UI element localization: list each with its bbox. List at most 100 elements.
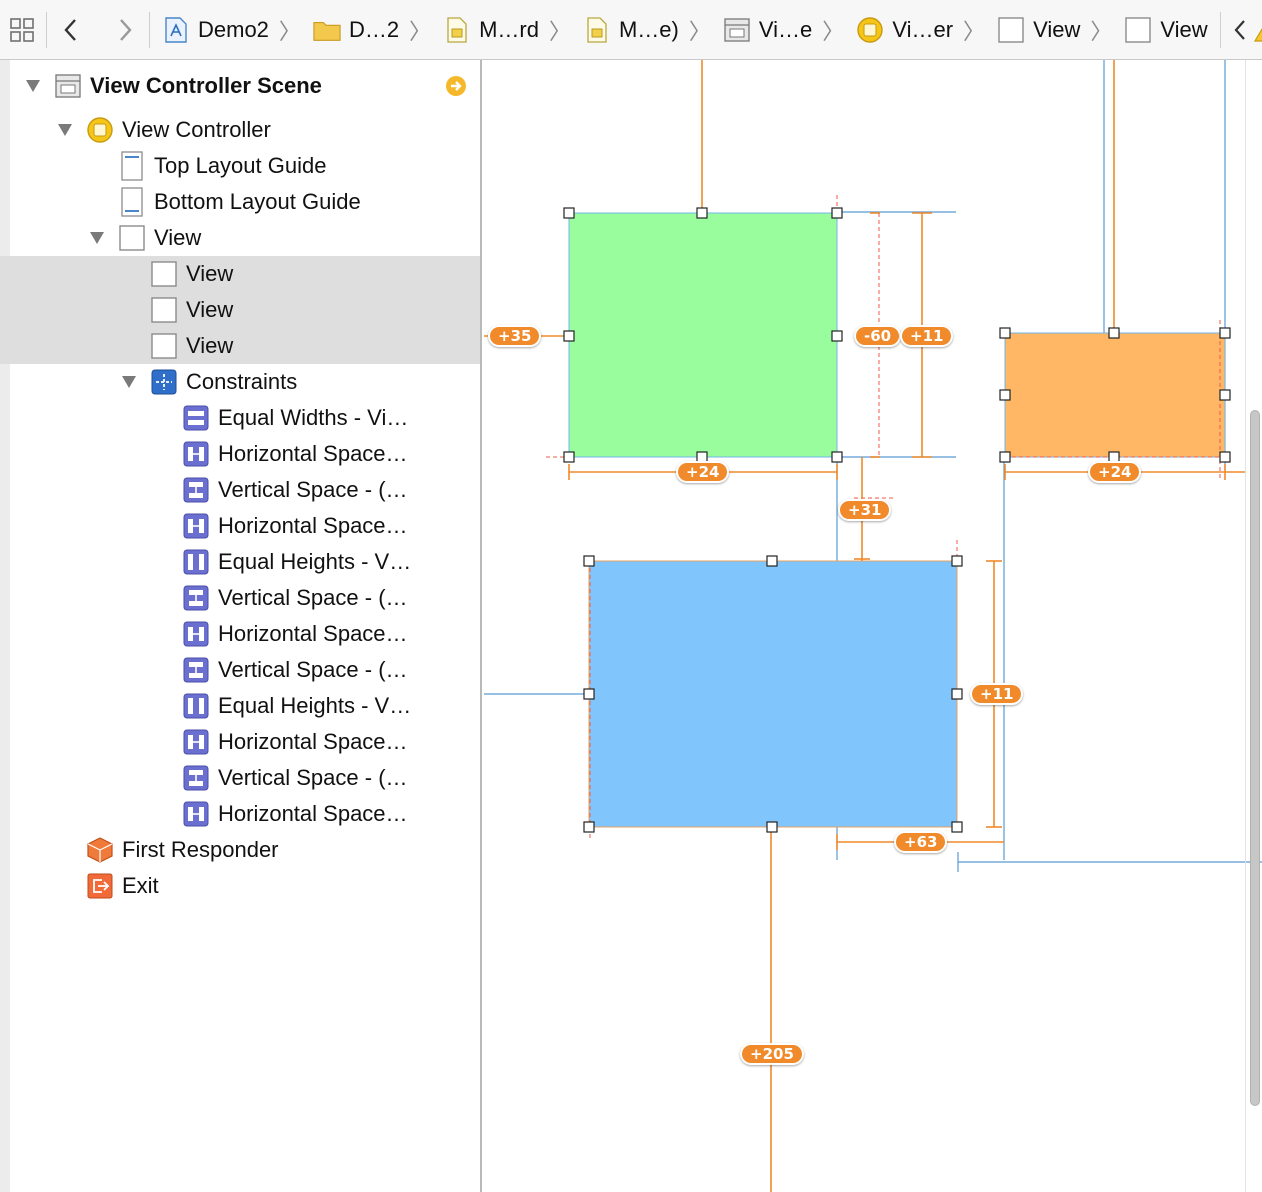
- view-controller-icon: [856, 16, 884, 44]
- outline-label: View: [154, 225, 202, 250]
- outline-row-bottom-layout-guide[interactable]: Bottom Layout Guide: [0, 184, 480, 220]
- outline-row-constraint[interactable]: Horizontal Space…: [0, 616, 480, 652]
- scene-icon: [723, 16, 751, 44]
- constraint-badge[interactable]: +11: [970, 683, 1024, 705]
- breadcrumb-scene[interactable]: Vi…e: [717, 10, 814, 50]
- storyboard-file-icon: [443, 16, 471, 44]
- green-view[interactable]: [568, 212, 838, 458]
- chevron-left-icon: [1234, 19, 1245, 40]
- outline-row-constraint[interactable]: Vertical Space - (…: [0, 580, 480, 616]
- back-button[interactable]: [53, 10, 89, 50]
- constraint-badge[interactable]: +205: [740, 1043, 804, 1065]
- outline-row-constraint[interactable]: Vertical Space - (…: [0, 652, 480, 688]
- chevron-right-icon: 〉: [278, 18, 301, 44]
- outline-label: Horizontal Space…: [218, 729, 408, 754]
- outline-row-constraint[interactable]: Horizontal Space…: [0, 724, 480, 760]
- breadcrumb-storyboard[interactable]: M…rd: [437, 10, 541, 50]
- outline-row-scene[interactable]: View Controller Scene: [0, 68, 480, 104]
- outline-row-exit[interactable]: Exit: [0, 868, 480, 904]
- outline-label: First Responder: [122, 837, 279, 862]
- outline-row-top-layout-guide[interactable]: Top Layout Guide: [0, 148, 480, 184]
- chevron-right-icon: 〉: [822, 18, 845, 44]
- constraint-badge[interactable]: +11: [900, 325, 954, 347]
- grid-icon: [10, 17, 34, 42]
- outline-row-subview[interactable]: View: [0, 256, 480, 292]
- storyboard-canvas[interactable]: +35 -60 +11 +24 +24 +31 +11 +63 +205: [484, 60, 1262, 1192]
- disclosure-triangle-icon[interactable]: [120, 364, 138, 400]
- constraints-group-icon: [150, 368, 178, 396]
- breadcrumb-label: D…2: [348, 16, 400, 42]
- warning-icon: [1253, 26, 1262, 42]
- related-items-button[interactable]: [4, 10, 40, 50]
- outline-row-constraint[interactable]: Vertical Space - (…: [0, 472, 480, 508]
- resize-handles[interactable]: [563, 207, 1231, 833]
- outline-row-constraint[interactable]: Horizontal Space…: [0, 796, 480, 832]
- view-icon: [997, 16, 1025, 44]
- canvas-scrollbar[interactable]: [1250, 410, 1260, 1106]
- constraint-badge[interactable]: -60: [854, 325, 902, 347]
- outline-label: Vertical Space - (…: [218, 477, 408, 502]
- outline-row-constraints[interactable]: Constraints: [0, 364, 480, 400]
- outline-row-subview[interactable]: View: [0, 292, 480, 328]
- outline-row-constraint[interactable]: Vertical Space - (…: [0, 760, 480, 796]
- disclosure-triangle-icon[interactable]: [88, 220, 106, 256]
- blue-view[interactable]: [588, 560, 958, 828]
- horizontal-space-icon: [182, 440, 210, 468]
- equal-heights-icon: [182, 692, 210, 720]
- breadcrumb-subview[interactable]: View: [1118, 10, 1209, 50]
- vertical-space-icon: [182, 476, 210, 504]
- breadcrumb-view-controller[interactable]: Vi…er: [850, 10, 955, 50]
- breadcrumb-storyboard-base[interactable]: M…e): [577, 10, 681, 50]
- toolbar-divider: [149, 11, 150, 48]
- outline-row-constraint[interactable]: Horizontal Space…: [0, 436, 480, 472]
- breadcrumb-label: M…e): [618, 16, 679, 42]
- forward-button[interactable]: [107, 10, 143, 50]
- breadcrumb-view[interactable]: View: [991, 10, 1082, 50]
- arrow-circle-icon[interactable]: [444, 74, 468, 98]
- constraint-badge[interactable]: +24: [1088, 461, 1142, 483]
- outline-label: Equal Heights - V…: [218, 549, 412, 574]
- outline-label: Top Layout Guide: [154, 153, 327, 178]
- outline-label: Horizontal Space…: [218, 621, 408, 646]
- constraint-badge[interactable]: +31: [838, 499, 892, 521]
- outline-label: Horizontal Space…: [218, 801, 408, 826]
- breadcrumb-label: Vi…e: [758, 16, 813, 42]
- view-controller-icon: [86, 116, 114, 144]
- view-icon: [118, 224, 146, 252]
- outline-row-constraint[interactable]: Equal Heights - V…: [0, 544, 480, 580]
- canvas-scroll-track: [1245, 60, 1246, 1192]
- previous-issue-button[interactable]: [1227, 10, 1253, 50]
- outline-row-root-view[interactable]: View: [0, 220, 480, 256]
- breadcrumb-label: Demo2: [198, 16, 269, 42]
- outline-row-subview[interactable]: View: [0, 328, 480, 364]
- outline-row-constraint[interactable]: Equal Widths - Vi…: [0, 400, 480, 436]
- breadcrumb-folder[interactable]: D…2: [307, 10, 401, 50]
- horizontal-space-icon: [182, 512, 210, 540]
- layout-guide-bottom-icon: [118, 187, 146, 217]
- issues-warning-button[interactable]: [1253, 10, 1262, 50]
- outline-label: Bottom Layout Guide: [154, 189, 361, 214]
- folder-icon: [313, 16, 341, 44]
- breadcrumb-label: View: [1160, 16, 1208, 42]
- view-icon: [150, 260, 178, 288]
- chevron-right-icon: 〉: [409, 18, 432, 44]
- breadcrumb-label: Vi…er: [892, 16, 954, 42]
- orange-view[interactable]: [1004, 332, 1226, 458]
- outline-row-first-responder[interactable]: First Responder: [0, 832, 480, 868]
- outline-label: Exit: [122, 873, 159, 898]
- outline-row-constraint[interactable]: Horizontal Space…: [0, 508, 480, 544]
- outline-label: Vertical Space - (…: [218, 765, 408, 790]
- breadcrumb-project[interactable]: Demo2: [156, 10, 271, 50]
- chevron-right-icon: [120, 18, 132, 41]
- outline-row-view-controller[interactable]: View Controller: [0, 112, 480, 148]
- outline-label: Vertical Space - (…: [218, 585, 408, 610]
- outline-row-constraint[interactable]: Equal Heights - V…: [0, 688, 480, 724]
- chevron-left-icon: [64, 18, 76, 41]
- disclosure-triangle-icon[interactable]: [24, 68, 42, 104]
- first-responder-icon: [86, 836, 114, 864]
- constraint-badge[interactable]: +24: [676, 461, 730, 483]
- constraint-badge[interactable]: +63: [894, 831, 948, 853]
- constraint-badge[interactable]: +35: [488, 325, 542, 347]
- disclosure-triangle-icon[interactable]: [56, 112, 74, 148]
- layout-guide-top-icon: [118, 151, 146, 181]
